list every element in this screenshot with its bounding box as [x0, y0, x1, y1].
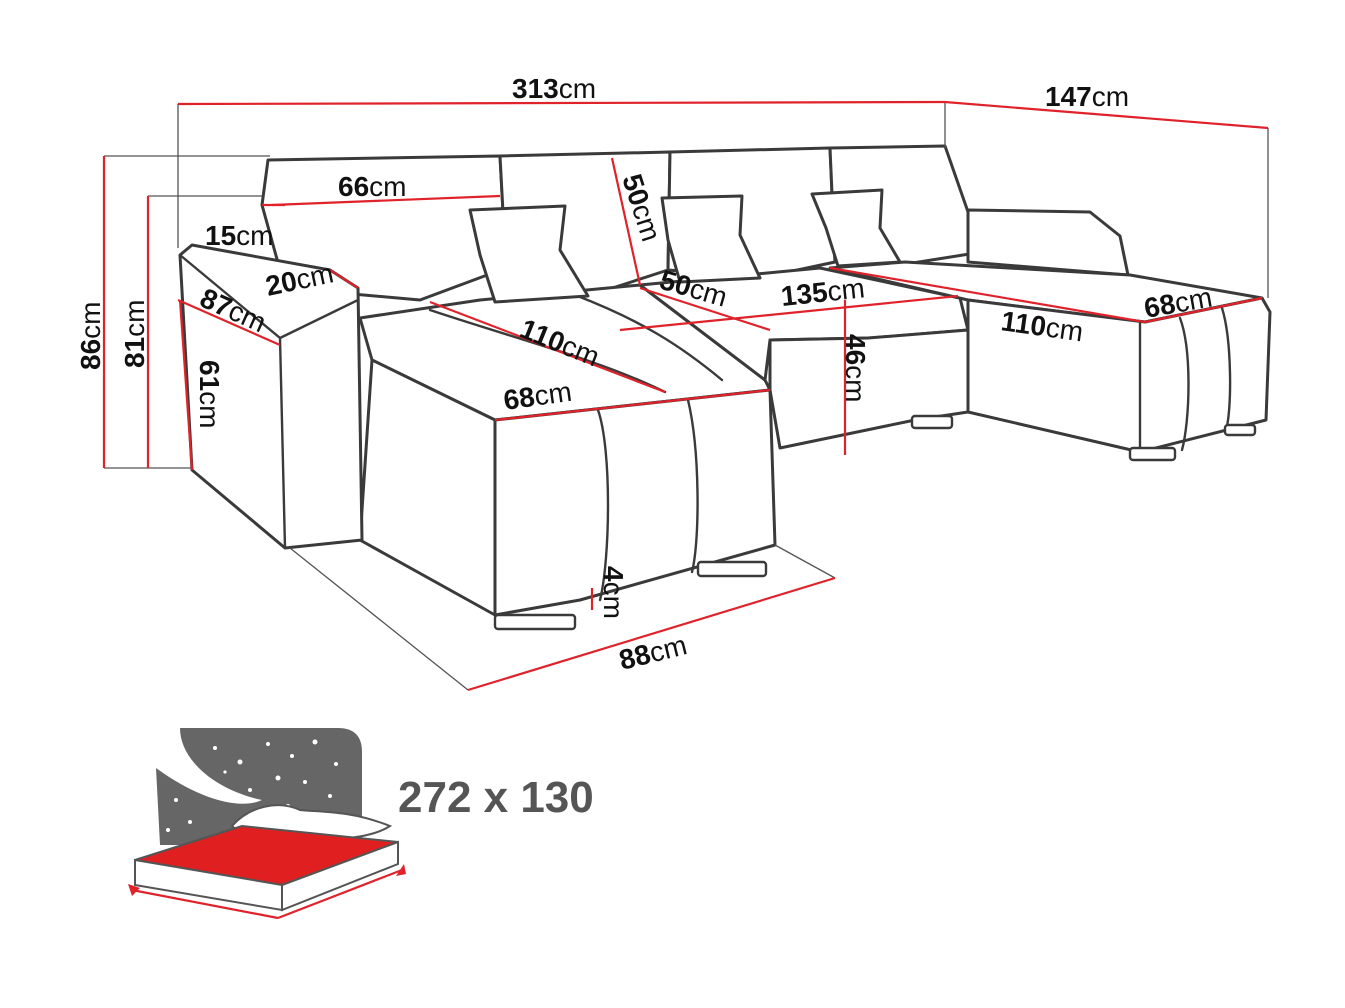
foot-5 — [1223, 423, 1257, 437]
foot-4 — [1128, 446, 1177, 462]
label-cushion-width: 66cm — [338, 171, 406, 202]
label-total-height: 86cm — [75, 302, 106, 370]
dim-line-110-left — [429, 300, 666, 394]
dim-line-135 — [619, 294, 959, 332]
foot-1 — [493, 613, 577, 631]
bed-dim-right — [277, 868, 403, 920]
dimension-lines — [102, 100, 1269, 692]
label-total-depth: 88cm — [616, 629, 690, 676]
dim-line-87 — [177, 298, 281, 347]
dim-line-110-right — [829, 266, 1146, 324]
dim-line-88 — [467, 576, 836, 692]
dim-line-68-left — [494, 388, 771, 422]
sleeping-area-icon — [128, 728, 406, 920]
foot-2 — [696, 560, 768, 578]
dim-line-147 — [944, 100, 1269, 130]
dim-line-61 — [178, 299, 194, 471]
label-right-chaise-depth: 68cm — [1142, 281, 1215, 323]
label-middle-seat-width: 135cm — [779, 272, 866, 312]
label-leg-height: 4cm — [598, 566, 629, 619]
label-right-chaise-length: 110cm — [999, 305, 1085, 347]
label-backrest-height: 50cm — [616, 170, 667, 245]
right-chaise-arm — [966, 208, 1130, 277]
foot-3 — [910, 414, 954, 430]
left-chaise-side — [358, 358, 497, 617]
label-right-chaise-width: 147cm — [1045, 81, 1129, 112]
dim-line-50h — [639, 286, 771, 332]
label-seat-height: 46cm — [840, 334, 871, 402]
dim-line-68-right — [1144, 296, 1263, 324]
sleeping-area-size: 272 x 130 — [398, 773, 594, 822]
dim-line-66 — [271, 194, 501, 207]
label-armrest-height: 61cm — [194, 360, 225, 428]
dimension-labels: 313cm 147cm 66cm 15cm 20cm 87cm 86cm 81c… — [75, 73, 1214, 676]
label-total-width: 313cm — [512, 73, 596, 104]
sofa-drawing — [178, 144, 1272, 631]
mattress-side-icon — [134, 840, 399, 912]
label-backrest-offset: 15cm — [205, 220, 273, 251]
dim-line-313 — [177, 100, 946, 106]
throw-pillow-3 — [810, 188, 902, 268]
throw-pillow-2 — [660, 194, 762, 284]
throw-pillow-1 — [468, 204, 590, 304]
left-chaise-front — [493, 388, 777, 617]
label-left-chaise-width: 68cm — [502, 376, 574, 416]
label-armrest-width: 20cm — [263, 257, 336, 302]
dim-line-50v — [610, 157, 642, 286]
bed-dim-left — [131, 888, 279, 920]
label-back-height: 81cm — [119, 300, 150, 368]
dim-line-20 — [329, 269, 359, 289]
